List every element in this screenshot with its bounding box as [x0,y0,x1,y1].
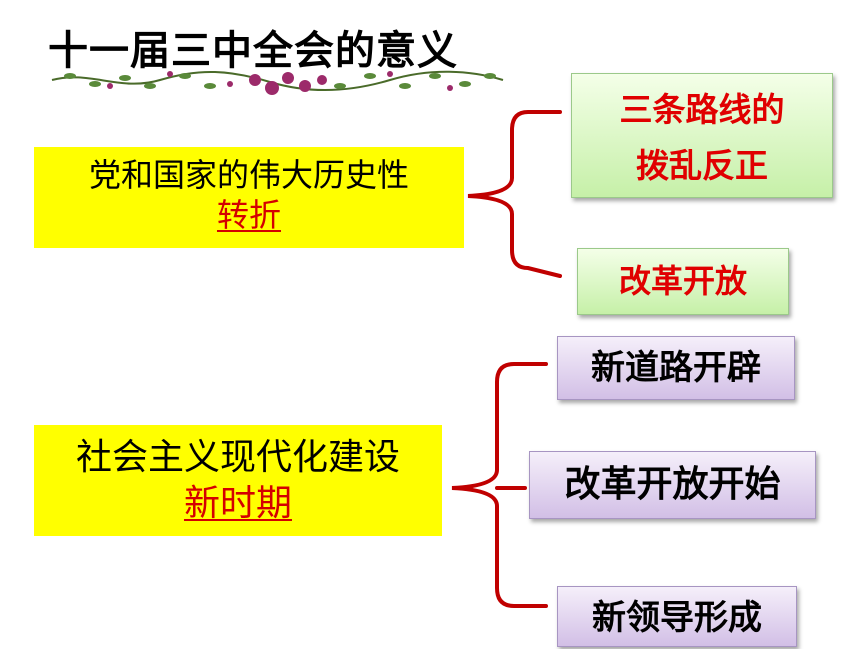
branch-box-line-correction: 三条路线的 拨乱反正 [571,73,833,198]
branch-box-reform-start: 改革开放开始 [529,451,816,519]
branch-box-new-leadership: 新领导形成 [557,586,797,647]
turning-point-box: 党和国家的伟大历史性 转折 [34,147,464,248]
slide-title: 十一届三中全会的意义 [48,28,458,74]
turning-point-highlight: 转折 [216,196,281,234]
branch-box-new-road: 新道路开辟 [557,336,795,400]
branch-box-reform: 改革开放 [577,248,789,315]
branch-line2: 拨乱反正 [636,146,768,185]
branch-line1: 三条路线的 [619,90,785,129]
new-era-text: 社会主义现代化建设 [75,437,400,478]
new-era-box: 社会主义现代化建设 新时期 [34,425,442,536]
turning-point-text: 党和国家的伟大历史性 [88,156,409,194]
bracket-bottom [451,362,548,608]
vine-decoration [51,70,504,95]
new-era-highlight: 新时期 [183,483,292,524]
bracket-top [467,110,562,278]
